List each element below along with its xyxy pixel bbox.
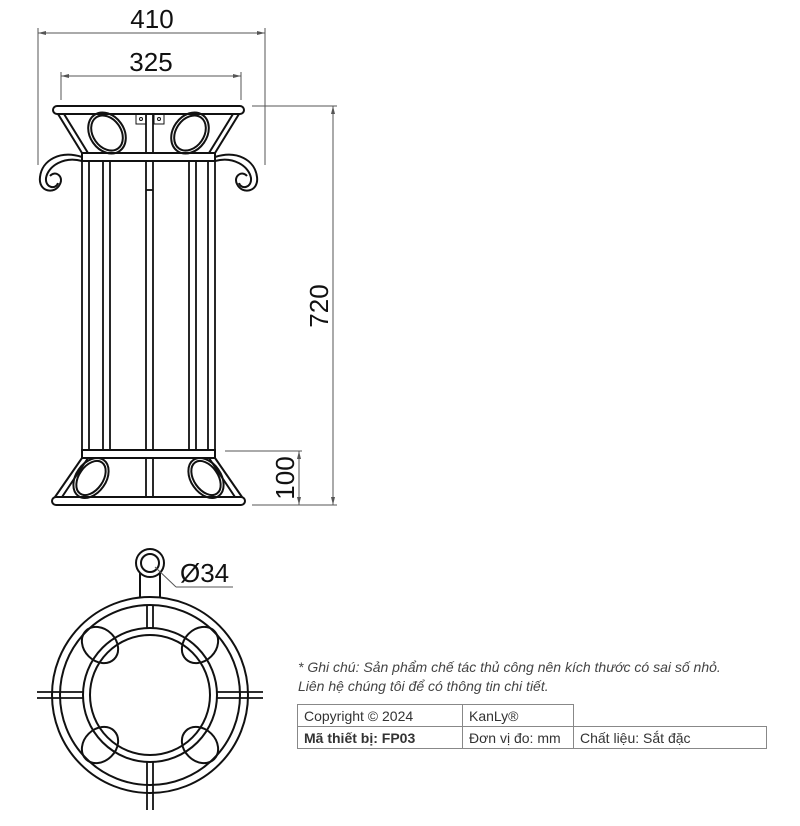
- brand-cell: KanLy®: [462, 704, 574, 727]
- dimension-arrows: [38, 31, 335, 505]
- note-text: * Ghi chú: Sản phẩm chế tác thủ công nên…: [298, 658, 788, 696]
- note-line-2: Liên hệ chúng tôi để có thông tin chi ti…: [298, 678, 549, 694]
- dim-720: 720: [304, 284, 334, 327]
- dim-325: 325: [129, 47, 172, 77]
- copyright-cell: Copyright © 2024: [297, 704, 463, 727]
- note-line-1: * Ghi chú: Sản phẩm chế tác thủ công nên…: [298, 659, 721, 675]
- material-cell: Chất liệu: Sắt đặc: [573, 726, 767, 749]
- top-plan-view: [37, 548, 263, 810]
- dim-ring-diameter: Ø34: [180, 558, 229, 588]
- dim-410: 410: [130, 4, 173, 34]
- empty-cell: [573, 704, 766, 727]
- unit-cell: Đơn vị đo: mm: [462, 726, 574, 749]
- dim-100: 100: [270, 456, 300, 499]
- front-elevation-view: [38, 105, 259, 506]
- dimension-lines: [37, 28, 337, 506]
- title-block-table: Copyright © 2024 KanLy® Mã thiết bị: FP0…: [297, 704, 767, 749]
- product-code-cell: Mã thiết bị: FP03: [297, 726, 463, 749]
